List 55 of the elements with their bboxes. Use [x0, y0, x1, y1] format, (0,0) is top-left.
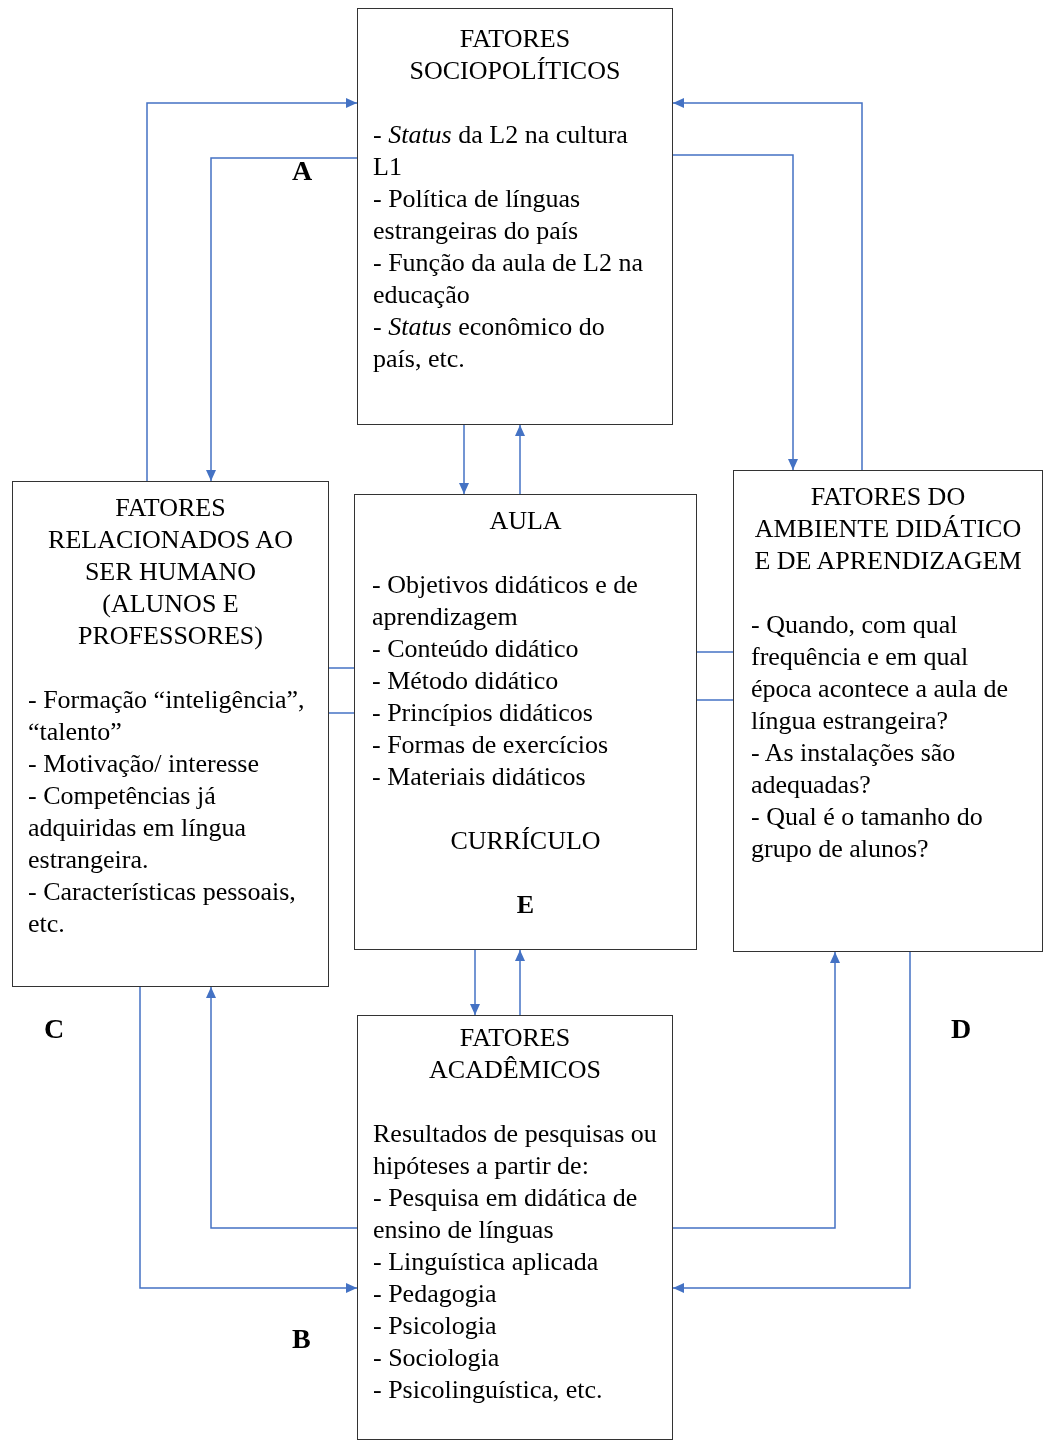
text-box	[12, 481, 329, 987]
arrow	[206, 157, 358, 482]
box-text: - Materiais didáticos	[372, 761, 587, 793]
arrow	[672, 154, 798, 471]
text-box	[357, 8, 673, 425]
box-text: - Método didático	[372, 665, 560, 697]
arrow	[672, 951, 840, 1229]
text-box	[357, 1015, 673, 1440]
letter-label: B	[292, 1323, 311, 1355]
arrow	[146, 98, 358, 482]
box-text: - Princípios didáticos	[372, 697, 594, 729]
box-text: - Competências já adquiridas em língua estrangeira.	[28, 780, 248, 876]
arrow	[515, 949, 525, 1016]
box-text: - Formas de exercícios	[372, 729, 610, 761]
box-text: Resultados de pesquisas ou hipóteses a partir de:	[373, 1118, 657, 1182]
box-heading: FATORES RELACIONADOS AO SER HUMANO (ALUNOS E PROFESSORES)	[47, 492, 294, 652]
box-text: E	[515, 889, 536, 921]
box-text: - Sociologia	[373, 1342, 501, 1374]
arrow	[470, 949, 480, 1016]
box-text: - As instalações são adequadas?	[751, 737, 957, 801]
letter-label: D	[951, 1013, 972, 1045]
box-text: - Status econômico do país, etc.	[373, 311, 606, 375]
box-text: - Psicolinguística, etc.	[373, 1374, 604, 1406]
box-text: - Pesquisa em didática de ensino de línguas	[373, 1182, 639, 1246]
box-text: - Status da L2 na cultura L1	[373, 119, 629, 183]
box-heading: AULA	[488, 505, 563, 537]
connector-line	[696, 699, 734, 701]
box-text: - Quando, com qual frequência e em qual época acontece a aula de língua estrangeira?	[751, 609, 1009, 737]
box-heading: FATORES DO AMBIENTE DIDÁTICO E DE APRENDIZAGEM	[753, 481, 1023, 577]
text-box	[354, 494, 697, 950]
box-text: - Política de línguas estrangeiras do país	[373, 183, 582, 247]
letter-label: C	[44, 1013, 65, 1045]
letter-label: A	[292, 155, 313, 187]
box-text: - Conteúdo didático	[372, 633, 580, 665]
box-text: - Psicologia	[373, 1310, 498, 1342]
box-text: - Qual é o tamanho do grupo de alunos?	[751, 801, 984, 865]
connector-line	[696, 651, 734, 653]
connector-line	[328, 667, 355, 669]
arrow	[459, 424, 469, 495]
arrow	[672, 951, 911, 1293]
box-heading: FATORES SOCIOPOLÍTICOS	[408, 23, 622, 87]
arrow	[206, 986, 358, 1229]
arrow	[139, 986, 358, 1293]
box-text: CURRÍCULO	[449, 825, 602, 857]
box-text: - Linguística aplicada	[373, 1246, 600, 1278]
connector-line	[328, 712, 355, 714]
text-box	[733, 470, 1043, 952]
box-heading: FATORES ACADÊMICOS	[428, 1022, 602, 1086]
box-text: - Motivação/ interesse	[28, 748, 261, 780]
box-text: - Objetivos didáticos e de aprendizagem	[372, 569, 639, 633]
box-text: - Características pessoais, etc.	[28, 876, 297, 940]
arrow	[515, 424, 525, 495]
arrow	[672, 98, 863, 471]
box-text: - Pedagogia	[373, 1278, 498, 1310]
box-text: - Formação “inteligência”, “talento”	[28, 684, 306, 748]
